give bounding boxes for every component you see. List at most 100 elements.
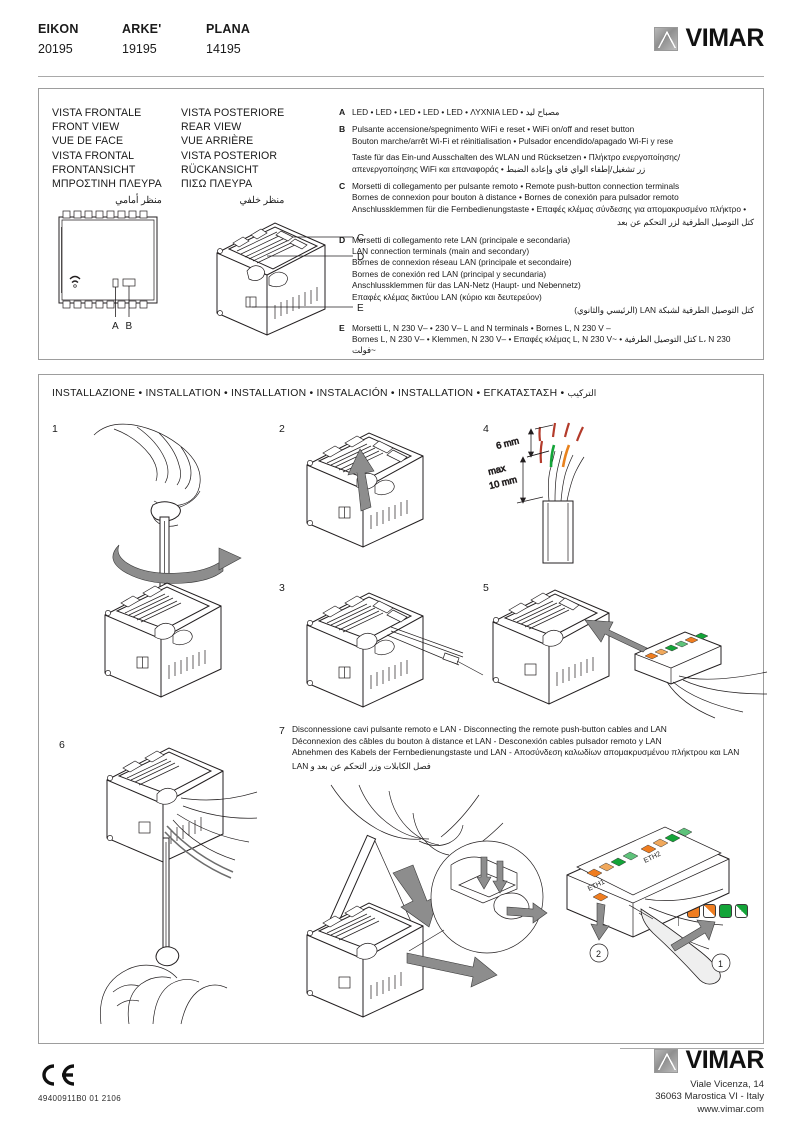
label-en: REAR VIEW — [181, 121, 242, 134]
label-it: VISTA POSTERIORE — [181, 107, 285, 119]
step-number-6: 6 — [59, 739, 65, 751]
legend-line: Bornes de connexion pour bouton à distan… — [352, 192, 679, 203]
label-ar: منظر أمامي — [115, 194, 162, 206]
address-street: Viale Vicenza, 14 — [690, 1079, 764, 1090]
callout-label-e: E — [357, 303, 364, 314]
step-number-5: 5 — [483, 582, 489, 594]
step-3-drawing — [287, 583, 487, 723]
step-1-drawing — [69, 417, 279, 707]
terminal-block-area — [227, 226, 319, 288]
marker-1-label: 1 — [718, 959, 723, 969]
legend-line: Bouton marche/arrêt Wi-Fi et réinitialis… — [352, 135, 674, 146]
company-website[interactable]: www.vimar.com — [697, 1103, 764, 1115]
front-view-labels: VISTA FRONTALE FRONT VIEW VUE DE FACE VI… — [52, 106, 162, 207]
step-number-3: 3 — [279, 582, 285, 594]
device-module-step1 — [104, 582, 222, 698]
hand-step6 — [100, 964, 228, 1025]
legend-line-ar: كتل التوصيل الطرفية لشبكة LAN (الرئيسي و… — [574, 305, 754, 316]
cable-jacket — [542, 500, 574, 564]
screwdriver-from-below — [155, 837, 180, 967]
legend-item-e: E Morsetti L, N 230 V– • 230 V– L and N … — [339, 323, 754, 357]
page-header: EIKON 20195 ARKE' 19195 PLANA 14195 VIMA… — [0, 18, 802, 74]
insert-arrow-step5 — [584, 619, 648, 653]
eth2-dot-green-white — [735, 904, 748, 918]
step-6-drawing — [77, 730, 297, 1030]
label-fr: VUE ARRIÈRE — [181, 135, 254, 148]
product-name: PLANA — [206, 22, 251, 36]
callout-label-b: B — [126, 321, 133, 332]
legend-key: D — [339, 234, 346, 245]
legend-line: Anschlussklemmen für das LAN-Netz (Haupt… — [352, 280, 581, 291]
device-top-clips — [62, 210, 148, 219]
product-family-plana: PLANA 14195 — [206, 22, 290, 56]
overview-panel: VISTA FRONTALE FRONT VIEW VUE DE FACE VI… — [38, 88, 764, 360]
step-number-7: 7 — [279, 725, 285, 737]
legend-item-d: D Morsetti di collegamento rete LAN (pri… — [339, 235, 754, 317]
callout-label-a: A — [112, 321, 119, 332]
legend-item-b: B Pulsante accensione/spegnimento WiFi e… — [339, 124, 754, 175]
product-family-list: EIKON 20195 ARKE' 19195 PLANA 14195 — [38, 22, 290, 56]
marker-2-label: 2 — [596, 949, 601, 959]
legend-line: LAN connection terminals (main and secon… — [352, 246, 530, 257]
device-bottom-clips — [62, 300, 148, 309]
vimar-logo-footer: VIMAR — [654, 1046, 764, 1075]
footer-company-block: VIMAR Viale Vicenza, 14 36063 Marostica … — [654, 1046, 764, 1116]
legend-key: B — [339, 124, 346, 135]
vimar-wordmark: VIMAR — [685, 24, 764, 52]
installation-panel: INSTALLAZIONE • INSTALLATION • INSTALLAT… — [38, 374, 768, 1044]
label-fr: VUE DE FACE — [52, 135, 124, 148]
connector-contacts — [644, 632, 709, 660]
header-divider — [38, 76, 764, 77]
device-module-step7 — [306, 902, 424, 1018]
connector-contacts-step7 — [586, 827, 693, 878]
step7-line-2: Déconnexion des câbles du bouton à dista… — [292, 735, 662, 746]
screwdriver-step7-right — [628, 904, 721, 985]
twisted-pairs — [538, 422, 585, 502]
rj-terminal-connector — [634, 631, 768, 719]
step-number-1: 1 — [52, 423, 58, 435]
mains-terminal-e — [245, 296, 257, 308]
step7-line-ar: فصل الكابلات وزر التحكم عن بعد و LAN — [292, 761, 431, 772]
product-name: ARKE' — [122, 22, 162, 36]
label-de: RÜCKANSICHT — [181, 163, 259, 176]
company-address: Viale Vicenza, 14 36063 Marostica VI - I… — [654, 1079, 764, 1116]
callout-label-c: C — [357, 233, 364, 244]
product-family-arke: ARKE' 19195 — [122, 22, 206, 56]
address-city: 36063 Marostica VI - Italy — [655, 1091, 764, 1103]
installation-title-text: INSTALLAZIONE • INSTALLATION • INSTALLAT… — [52, 388, 565, 399]
pull-arrow-step7 — [406, 952, 498, 988]
legend-line: Morsetti di collegamento per pulsante re… — [352, 181, 680, 192]
reset-button-b — [122, 278, 136, 287]
dim-6mm-label: 6 mm — [495, 436, 520, 451]
detail-inset-circle — [408, 840, 548, 954]
legend-line: Bornes de conexión red LAN (principal y … — [352, 268, 547, 279]
label-ar: منظر خلفي — [239, 194, 285, 206]
vimar-wordmark: VIMAR — [685, 1046, 764, 1074]
legend-line: Bornes L, N 230 V– • Klemmen, N 230 V– •… — [352, 333, 731, 356]
legend-key: E — [339, 322, 345, 333]
legend-key: C — [339, 181, 346, 192]
led-indicator-a — [112, 278, 119, 288]
front-view-drawing: A B — [49, 205, 199, 345]
eth2-dot-green — [719, 904, 732, 918]
label-el: ΠΙΣΩ ΠΛΕΥΡΑ — [181, 178, 253, 191]
product-code: 14195 — [206, 42, 241, 56]
device-module-step3 — [306, 592, 424, 708]
step-7-connector-drawing: ETH1 ETH2 — [549, 815, 764, 990]
dimension-max-10mm: max 10 mm — [487, 450, 550, 504]
legend-line: Morsetti di collegamento rete LAN (princ… — [352, 234, 571, 245]
marker-2: 2 — [589, 943, 609, 963]
released-contact — [592, 892, 609, 902]
rear-view-labels: VISTA POSTERIORE REAR VIEW VUE ARRIÈRE V… — [181, 106, 284, 207]
label-es: VISTA POSTERIOR — [181, 149, 278, 162]
legend-line: LED • LED • LED • LED • LED • ΛΥΧΝΙΑ LED… — [352, 107, 560, 117]
step-5-drawing — [479, 580, 769, 720]
inserted-cables-step3 — [386, 626, 484, 676]
wifi-icon — [69, 275, 81, 288]
up-arrow-step2 — [347, 448, 375, 512]
dim-10mm-label: 10 mm — [488, 474, 518, 491]
legend-line-ar: كتل التوصيل الطرفية لزر التحكم عن بعد — [617, 217, 754, 228]
vimar-chevron-icon — [654, 1048, 679, 1073]
label-es: VISTA FRONTAL — [52, 149, 135, 162]
callout-label-d: D — [357, 252, 364, 263]
